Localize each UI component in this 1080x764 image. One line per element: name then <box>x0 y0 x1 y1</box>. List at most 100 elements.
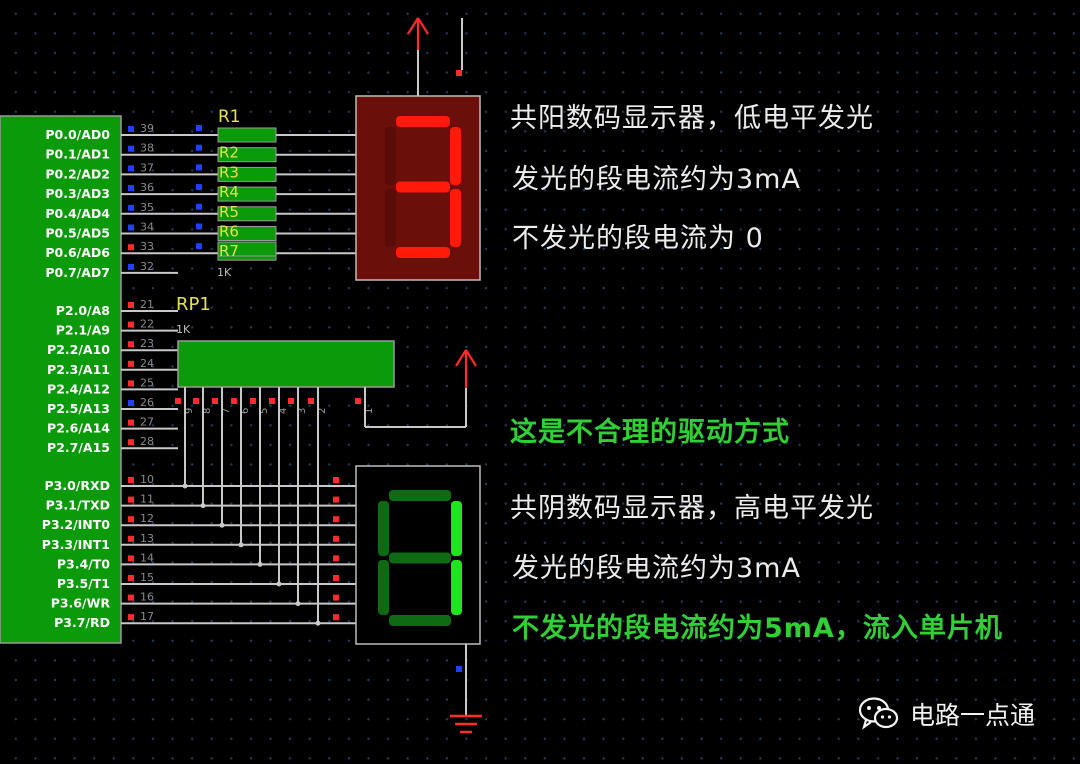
pin-state-marker <box>333 614 339 621</box>
pin-state-marker <box>456 70 462 76</box>
pin-state-marker <box>333 555 339 562</box>
mcu-port-label: P0.1/AD1 <box>45 147 110 162</box>
mcu-pin-number: 21 <box>140 298 154 311</box>
pin-state-marker <box>128 126 134 132</box>
mcu-pin-number: 36 <box>140 181 154 194</box>
rp1-pin-number: 6 <box>240 408 251 414</box>
rp1-label: RP1 <box>176 294 211 315</box>
rp1-pin-number: 2 <box>317 408 328 414</box>
mcu-pin-number: 14 <box>140 551 154 564</box>
rp1-pin-number: 4 <box>278 408 289 414</box>
pin-state-marker <box>333 477 339 483</box>
mcu-port-label: P2.4/A12 <box>47 381 110 396</box>
mcu-pin-number: 22 <box>140 318 154 331</box>
pin-state-marker <box>196 203 202 210</box>
pin-state-marker <box>128 224 134 231</box>
note-anode-title: 共阳数码显示器，低电平发光 <box>510 103 874 134</box>
bottom-display-segment-e <box>378 560 389 615</box>
mcu-pin-number: 25 <box>140 376 154 389</box>
pin-state-marker <box>196 144 202 151</box>
top-display-segment-b <box>450 127 461 185</box>
top-display-segment-e <box>385 189 396 247</box>
mcu-port-label: P3.4/T0 <box>57 556 110 571</box>
mcu-port-label: P3.3/INT1 <box>42 537 110 552</box>
mcu-port-label: P3.5/T1 <box>57 576 110 591</box>
bottom-display-segment-g <box>389 552 451 564</box>
note-cathode-title: 共阴数码显示器，高电平发光 <box>510 493 874 524</box>
top-display-segment-f <box>385 127 396 185</box>
pin-state-marker <box>128 341 134 348</box>
pin-state-marker <box>196 125 202 131</box>
vcc-arrow-icon <box>407 17 429 50</box>
mcu-port-label: P3.6/WR <box>51 596 111 611</box>
r1-value: 1K <box>217 266 232 279</box>
bottom-display-segment-a <box>389 490 451 501</box>
mcu-pin-number: 13 <box>140 532 154 545</box>
r1-resistor-body <box>217 127 277 143</box>
mcu-port-label: P0.5/AD5 <box>45 226 110 241</box>
mcu-body <box>0 115 122 644</box>
pin-state-marker <box>456 666 462 672</box>
r1-resistor-label: R7 <box>219 242 239 260</box>
mcu-port-label: P3.2/INT0 <box>42 517 111 532</box>
r1-resistor-label: R3 <box>219 163 239 181</box>
r1-resistor-label: R2 <box>219 144 239 162</box>
rp1-pin-number: 1 <box>364 408 375 414</box>
r1-resistor-label: R4 <box>219 183 239 201</box>
mcu-port-label: P0.3/AD3 <box>45 186 110 201</box>
pin-state-marker <box>333 575 339 581</box>
mcu-port-label: P3.1/TXD <box>46 498 110 513</box>
mcu-port-label: P2.0/A8 <box>56 303 110 318</box>
pin-state-marker <box>196 184 202 191</box>
rp1-pin-number: 3 <box>297 408 308 414</box>
watermark: 电路一点通 <box>858 696 1035 732</box>
pin-state-marker <box>128 360 134 367</box>
note-anode-on-current: 发光的段电流约为3mA <box>512 164 801 195</box>
mcu-pin-number: 35 <box>140 201 154 214</box>
rp1-value: 1K <box>176 323 191 336</box>
top-display-segment-g <box>396 181 450 193</box>
pin-state-marker <box>128 145 134 152</box>
mcu-port-label: P2.5/A13 <box>47 401 110 416</box>
bottom-display-segment-f <box>378 501 389 556</box>
pin-state-marker <box>308 398 314 404</box>
pin-state-marker <box>196 243 202 250</box>
ground-icon <box>450 714 482 734</box>
mcu-pin-number: 32 <box>140 260 154 273</box>
pin-state-marker <box>128 419 134 426</box>
mcu-pin-number: 39 <box>140 122 154 135</box>
mcu-pin-number: 24 <box>140 357 154 370</box>
mcu-port-label: P0.7/AD7 <box>45 265 110 280</box>
pin-state-marker <box>128 516 134 523</box>
mcu-pin-number: 11 <box>140 493 154 506</box>
wechat-icon <box>858 697 899 730</box>
pin-state-marker <box>128 263 134 270</box>
pin-state-marker <box>250 398 256 404</box>
pin-state-marker <box>128 439 134 446</box>
mcu-pin-number: 16 <box>140 591 154 604</box>
top-display-segment-a <box>396 116 450 127</box>
mcu-pin-number: 37 <box>140 161 154 174</box>
pin-state-marker <box>231 398 237 404</box>
note-cathode-off-current: 不发光的段电流约为5mA，流入单片机 <box>512 613 1003 644</box>
mcu-pin-number: 26 <box>140 396 154 409</box>
pin-state-marker <box>128 535 134 542</box>
mcu-pin-number: 23 <box>140 337 154 350</box>
mcu-port-label: P3.0/RXD <box>44 478 110 493</box>
pin-state-marker <box>128 400 134 406</box>
pin-state-marker <box>193 398 199 404</box>
rp1-body <box>177 340 395 388</box>
pin-state-marker <box>212 398 218 404</box>
r1-resistor-label: R5 <box>219 203 239 221</box>
watermark-text: 电路一点通 <box>910 701 1036 730</box>
pin-state-marker <box>355 398 361 404</box>
r1-resistor-label: R6 <box>219 223 239 241</box>
mcu-port-label: P2.7/A15 <box>47 440 110 455</box>
top-display-segment-c <box>450 189 461 247</box>
r1-label: R1 <box>218 107 241 127</box>
pin-state-marker <box>128 321 134 328</box>
mcu-port-label: P3.7/RD <box>54 615 110 630</box>
note-warning: 这是不合理的驱动方式 <box>510 417 790 448</box>
